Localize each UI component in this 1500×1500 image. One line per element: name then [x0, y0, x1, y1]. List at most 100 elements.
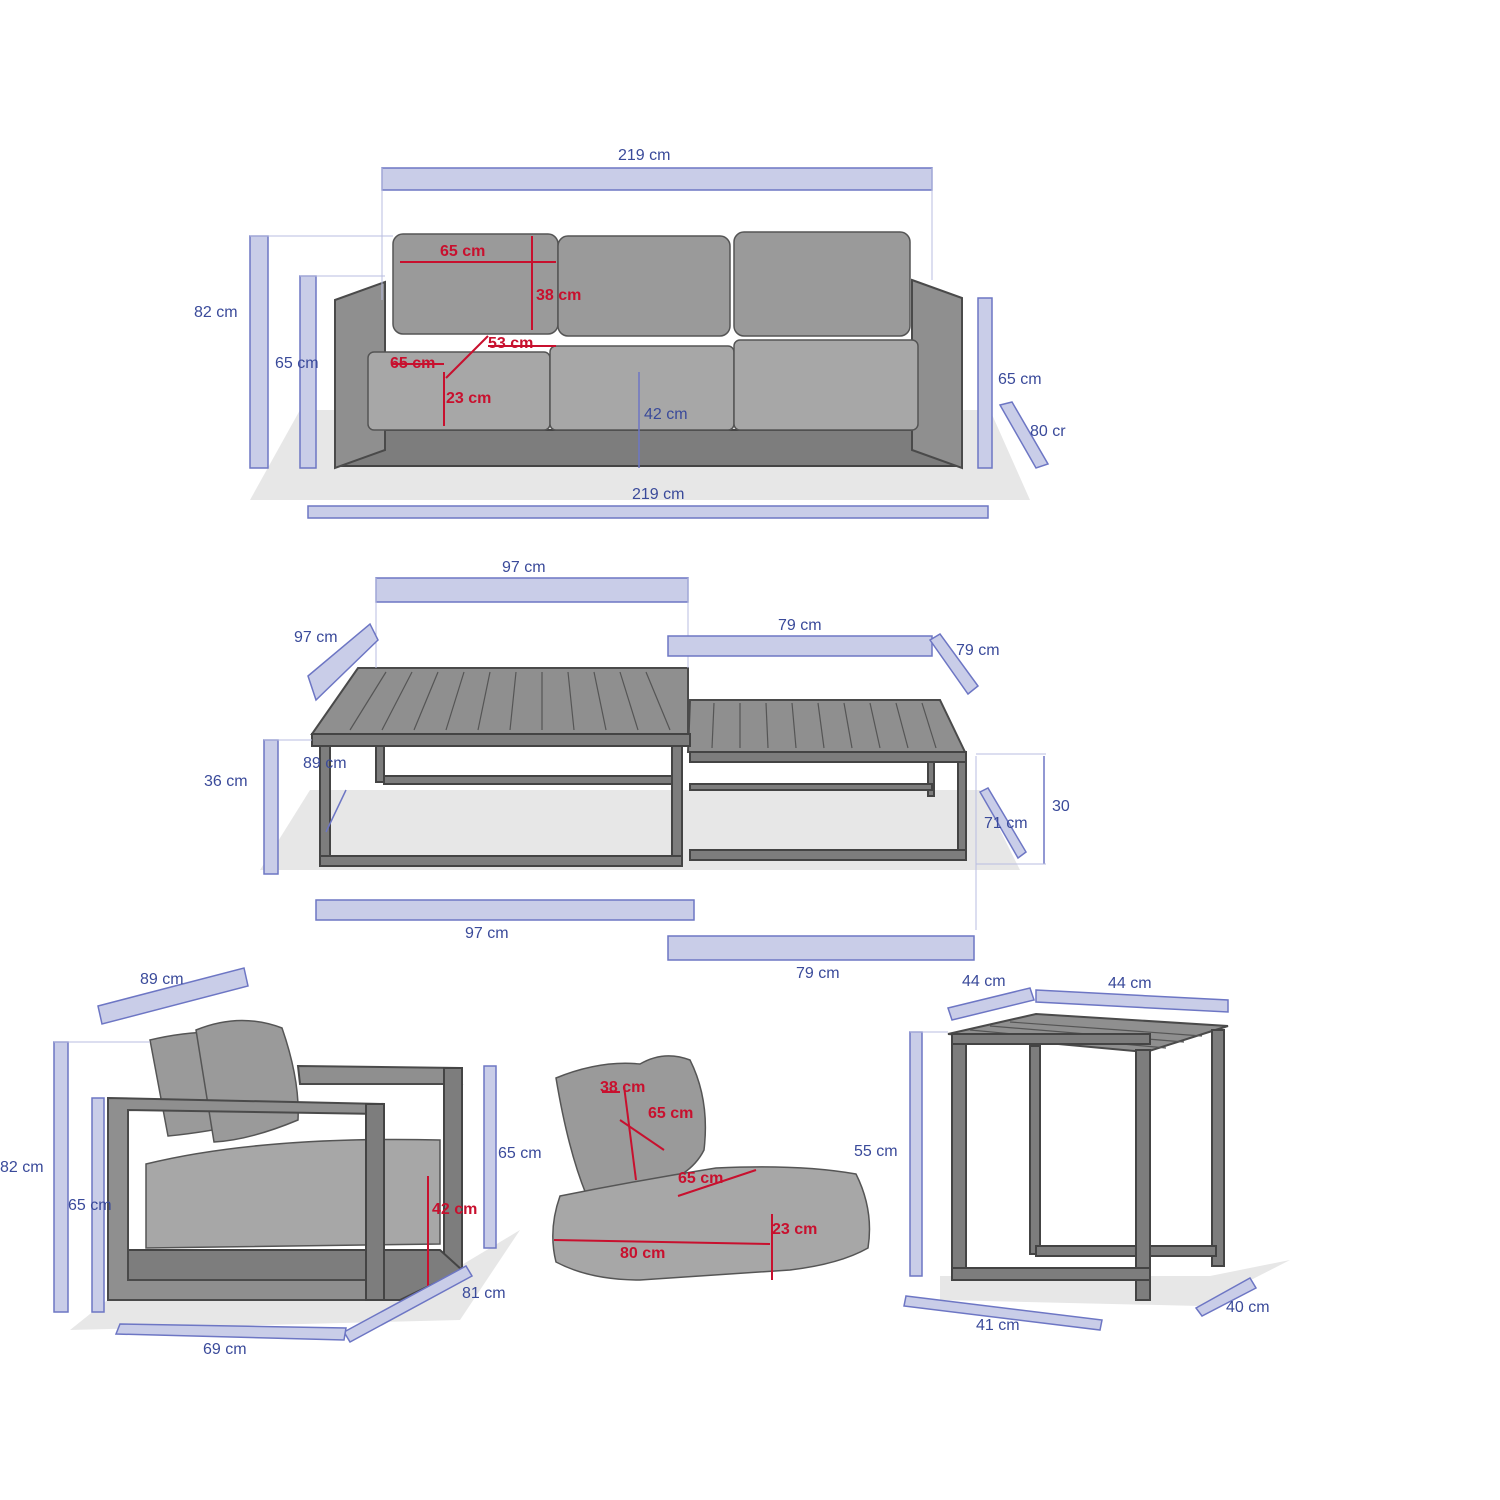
large-table-inner-label: 89 cm [303, 755, 347, 772]
sofa-labels: 219 cm 82 cm 65 cm 65 cm 80 cr 219 cm 65… [194, 147, 1066, 503]
small-table-rail [689, 783, 933, 791]
dim-bar [114, 1323, 347, 1341]
dim-bar [307, 505, 989, 519]
sofa-width-bottom-label: 219 cm [632, 486, 684, 503]
large-table-frame [311, 733, 691, 747]
dim-bar [947, 987, 1035, 1021]
side-table-drawing [903, 987, 1290, 1331]
armchair-drawing [53, 967, 520, 1344]
side-table-leg [951, 1037, 967, 1279]
side-table-base [951, 1267, 1151, 1281]
large-table-leg [671, 745, 683, 863]
armchair-width-bottom-label: 69 cm [203, 1341, 247, 1358]
sofa-depth-label: 80 cr [1030, 423, 1066, 440]
dim-bar [928, 633, 980, 696]
small-table-frame [689, 751, 967, 763]
dim-bar [483, 1065, 497, 1249]
armchair-depth-label: 81 cm [462, 1285, 506, 1302]
small-table-height-label: 30 [1052, 798, 1070, 815]
large-table-depth-label: 97 cm [294, 629, 338, 646]
sofa-back-cushion [557, 235, 731, 337]
side-table-depth-bottom-label: 40 cm [1226, 1299, 1270, 1316]
dim-bar [1035, 989, 1229, 1013]
dim-bar [977, 297, 993, 469]
side-table-floor-shadow [940, 1260, 1290, 1306]
dim-bar [667, 635, 933, 657]
dim-bar [978, 787, 1027, 860]
small-table-width-bottom-label: 79 cm [796, 965, 840, 982]
small-table-inner-label: 71 cm [984, 815, 1028, 832]
cushion-seat-thickness-label: 23 cm [772, 1221, 817, 1238]
coffee-tables-drawing [260, 577, 1046, 961]
side-table-leg [1211, 1029, 1225, 1267]
cushion-back-height-label: 38 cm [600, 1079, 645, 1096]
side-table-rail [951, 1033, 1151, 1045]
sofa-seat-height-label: 42 cm [644, 406, 688, 423]
side-table-rail [1035, 1245, 1217, 1257]
armchair-height-arm-right-label: 65 cm [498, 1145, 542, 1162]
side-table-labels: 44 cm 44 cm 55 cm 41 cm 40 cm [854, 973, 1270, 1334]
large-table-width-top-label: 97 cm [502, 559, 546, 576]
armchair-height-arm-left-label: 65 cm [68, 1197, 112, 1214]
cushion-seat [552, 1166, 871, 1281]
dim-bar [1194, 1276, 1258, 1317]
dim-bar [667, 935, 975, 961]
small-table-width-top-label: 79 cm [778, 617, 822, 634]
sofa-back-cushion-width-label: 65 cm [440, 243, 485, 260]
armchair-seat-cushion [145, 1138, 441, 1249]
side-table-leg [1029, 1045, 1041, 1255]
sofa-seat-cushion [549, 345, 735, 431]
dim-bar [909, 1031, 923, 1277]
armchair-seat-height-label: 42 cm [432, 1201, 477, 1218]
dim-bar [998, 401, 1050, 469]
sofa-right-arm [911, 278, 963, 470]
armchair-labels: 89 cm 82 cm 65 cm 65 cm 42 cm 81 cm 69 c… [0, 971, 542, 1358]
dim-bar [315, 899, 695, 921]
sofa-drawing [249, 167, 1050, 519]
sofa-seat-thickness-label: 23 cm [446, 390, 491, 407]
small-table-base [689, 849, 967, 861]
dim-bar [299, 275, 317, 469]
sofa-height-arm-label: 65 cm [275, 355, 319, 372]
cushion-labels: 38 cm 65 cm 65 cm 23 cm 80 cm [600, 1079, 817, 1262]
side-table-leg [1135, 1049, 1151, 1301]
cushion-drawing [552, 1055, 871, 1281]
large-table-leg [375, 745, 385, 783]
large-table-height-label: 36 cm [204, 773, 248, 790]
dim-bar [307, 622, 379, 702]
sofa-height-right-label: 65 cm [998, 371, 1042, 388]
armchair-back-cushion [195, 1019, 299, 1143]
dim-bar [263, 739, 279, 875]
large-table-base [319, 855, 683, 867]
cushion-seat-depth-label: 80 cm [620, 1245, 665, 1262]
sofa-width-top-label: 219 cm [618, 147, 670, 164]
dim-bar [91, 1097, 105, 1313]
dim-bar [97, 967, 249, 1025]
side-table-depth-top-label: 44 cm [962, 973, 1006, 990]
dim-bar [53, 1041, 69, 1313]
small-table-depth-label: 79 cm [956, 642, 1000, 659]
armchair-height-total-label: 82 cm [0, 1159, 44, 1176]
small-table-leg [957, 761, 967, 861]
large-table-width-bottom-label: 97 cm [465, 925, 509, 942]
sofa-seat-cushion [733, 339, 919, 431]
tables-labels: 97 cm 97 cm 36 cm 89 cm 97 cm 79 cm 79 c… [204, 559, 1070, 982]
side-table-width-bottom-label: 41 cm [976, 1317, 1020, 1334]
armchair-left-arm-post [365, 1103, 385, 1301]
sofa-back-cushion-height-label: 38 cm [536, 287, 581, 304]
armchair-width-top-label: 89 cm [140, 971, 184, 988]
sofa-base [339, 429, 963, 467]
dim-bar [375, 577, 689, 603]
side-table-height-label: 55 cm [854, 1143, 898, 1160]
large-table-rail [383, 775, 673, 785]
sofa-seat-width-label: 65 cm [390, 355, 435, 372]
cushion-back [555, 1055, 707, 1195]
dim-bar [342, 1264, 474, 1344]
armchair-right-arm-post [443, 1067, 463, 1279]
sofa-height-total-label: 82 cm [194, 304, 238, 321]
cushion-seat-width-label: 65 cm [678, 1170, 723, 1187]
sofa-seat-depth-label: 53 cm [488, 335, 533, 352]
dim-bar [381, 167, 933, 191]
small-table-leg [927, 761, 935, 797]
